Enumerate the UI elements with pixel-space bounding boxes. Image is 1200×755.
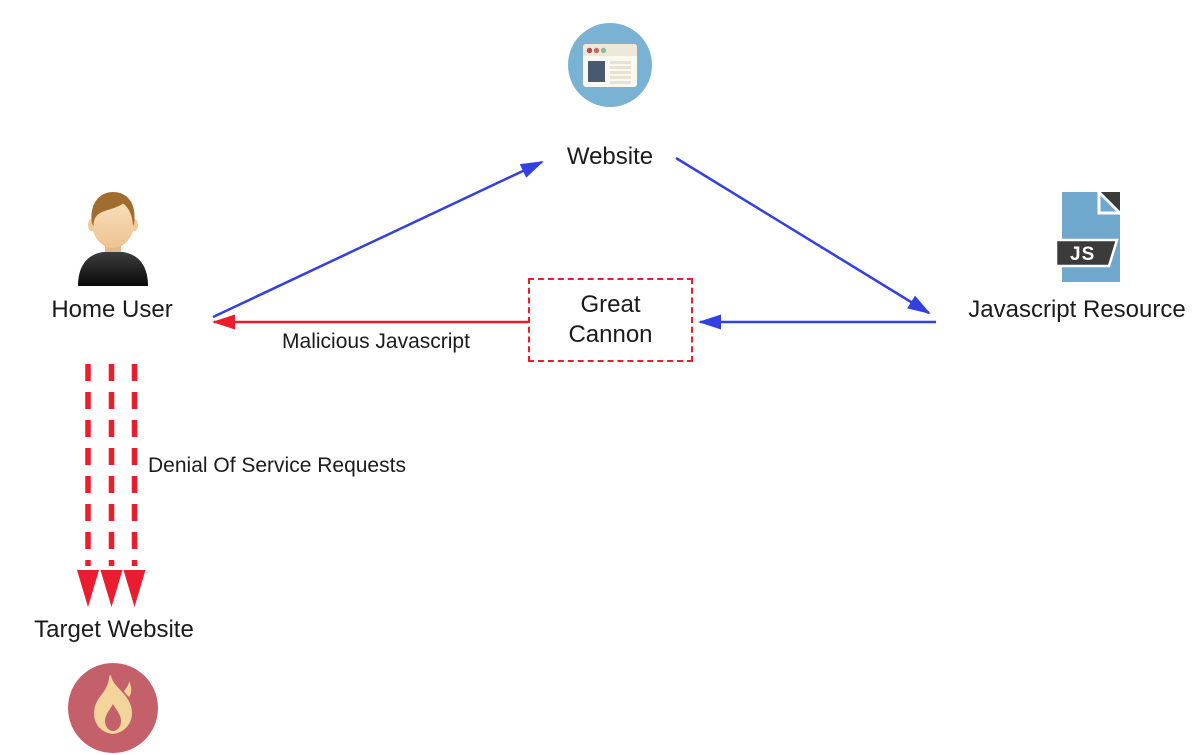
js-file-icon: JS (1054, 190, 1122, 282)
great-cannon-label-line2: Cannon (568, 321, 653, 348)
edge-label-dos-requests: Denial Of Service Requests (148, 454, 406, 477)
edge-home-user-to-website (212, 160, 544, 319)
js-badge-text: JS (1070, 244, 1095, 265)
target-website-label: Target Website (34, 616, 194, 643)
great-cannon-box: Great Cannon (528, 278, 693, 362)
edge-website-to-js-resource (675, 156, 931, 315)
js-resource-label: Javascript Resource (968, 296, 1186, 323)
edge-dos-arrowheads (77, 570, 146, 607)
edge-dos-arrows (85, 364, 138, 566)
website-icon (568, 23, 652, 107)
edge-label-malicious-javascript: Malicious Javascript (282, 330, 470, 353)
fire-icon (68, 663, 158, 753)
website-label: Website (566, 143, 654, 170)
home-user-label: Home User (51, 296, 173, 323)
great-cannon-label-line1: Great (580, 291, 641, 318)
home-user-icon (78, 192, 148, 286)
